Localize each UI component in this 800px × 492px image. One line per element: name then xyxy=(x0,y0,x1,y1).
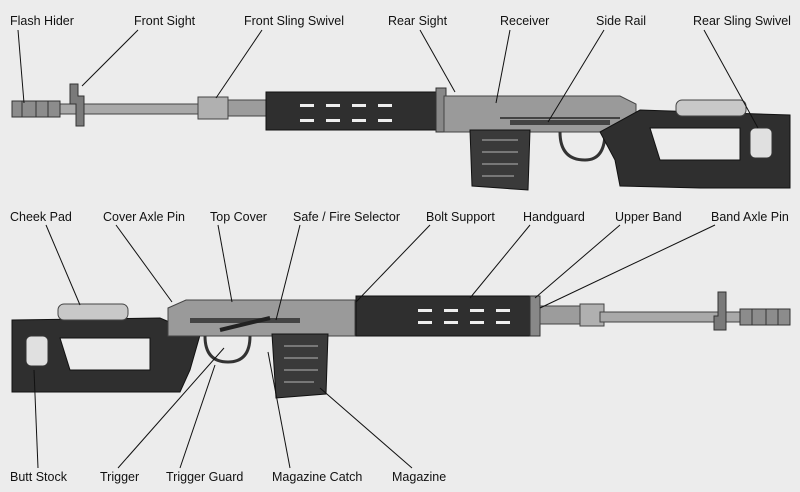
label-front-sight: Front Sight xyxy=(134,14,196,28)
label-trigger: Trigger xyxy=(100,470,140,484)
label-magazine-catch: Magazine Catch xyxy=(272,470,363,484)
label-handguard: Handguard xyxy=(523,210,585,224)
label-upper-band: Upper Band xyxy=(615,210,682,224)
barrel-bottom xyxy=(599,311,751,323)
cheek-pad-part-bottom xyxy=(57,303,129,321)
label-trigger-guard: Trigger Guard xyxy=(166,470,244,484)
handguard-part-bottom xyxy=(355,295,533,337)
label-rear-sight: Rear Sight xyxy=(388,14,448,28)
rifle-top xyxy=(11,83,791,191)
receiver-part-top xyxy=(443,95,637,133)
stock-part-bottom xyxy=(11,317,201,393)
label-bolt-support: Bolt Support xyxy=(426,210,495,224)
flash-hider-part-bottom xyxy=(739,308,791,326)
front-sight-part-top xyxy=(69,83,85,127)
label-front-sling-swivel: Front Sling Swivel xyxy=(244,14,345,28)
label-side-rail: Side Rail xyxy=(596,14,647,28)
handguard-part-top xyxy=(265,91,443,131)
label-flash-hider: Flash Hider xyxy=(10,14,74,28)
rifle-bottom xyxy=(11,291,791,399)
front-sight-part-bottom xyxy=(713,291,727,331)
label-cheek-pad: Cheek Pad xyxy=(10,210,72,224)
label-cover-axle-pin: Cover Axle Pin xyxy=(103,210,185,224)
leader-lines xyxy=(17,29,759,469)
label-rear-sling-swivel: Rear Sling Swivel xyxy=(693,14,791,28)
label-receiver: Receiver xyxy=(500,14,550,28)
label-top-cover: Top Cover xyxy=(210,210,267,224)
label-butt-stock: Butt Stock xyxy=(10,470,67,484)
stock-part-top xyxy=(599,109,791,189)
magazine-part-bottom xyxy=(271,333,329,399)
gas-block-top xyxy=(197,96,229,120)
label-band-axle-pin: Band Axle Pin xyxy=(711,210,789,224)
cheek-pad-part-top xyxy=(675,99,747,117)
label-safe-fire-selector: Safe / Fire Selector xyxy=(293,210,400,224)
label-magazine: Magazine xyxy=(392,470,447,484)
